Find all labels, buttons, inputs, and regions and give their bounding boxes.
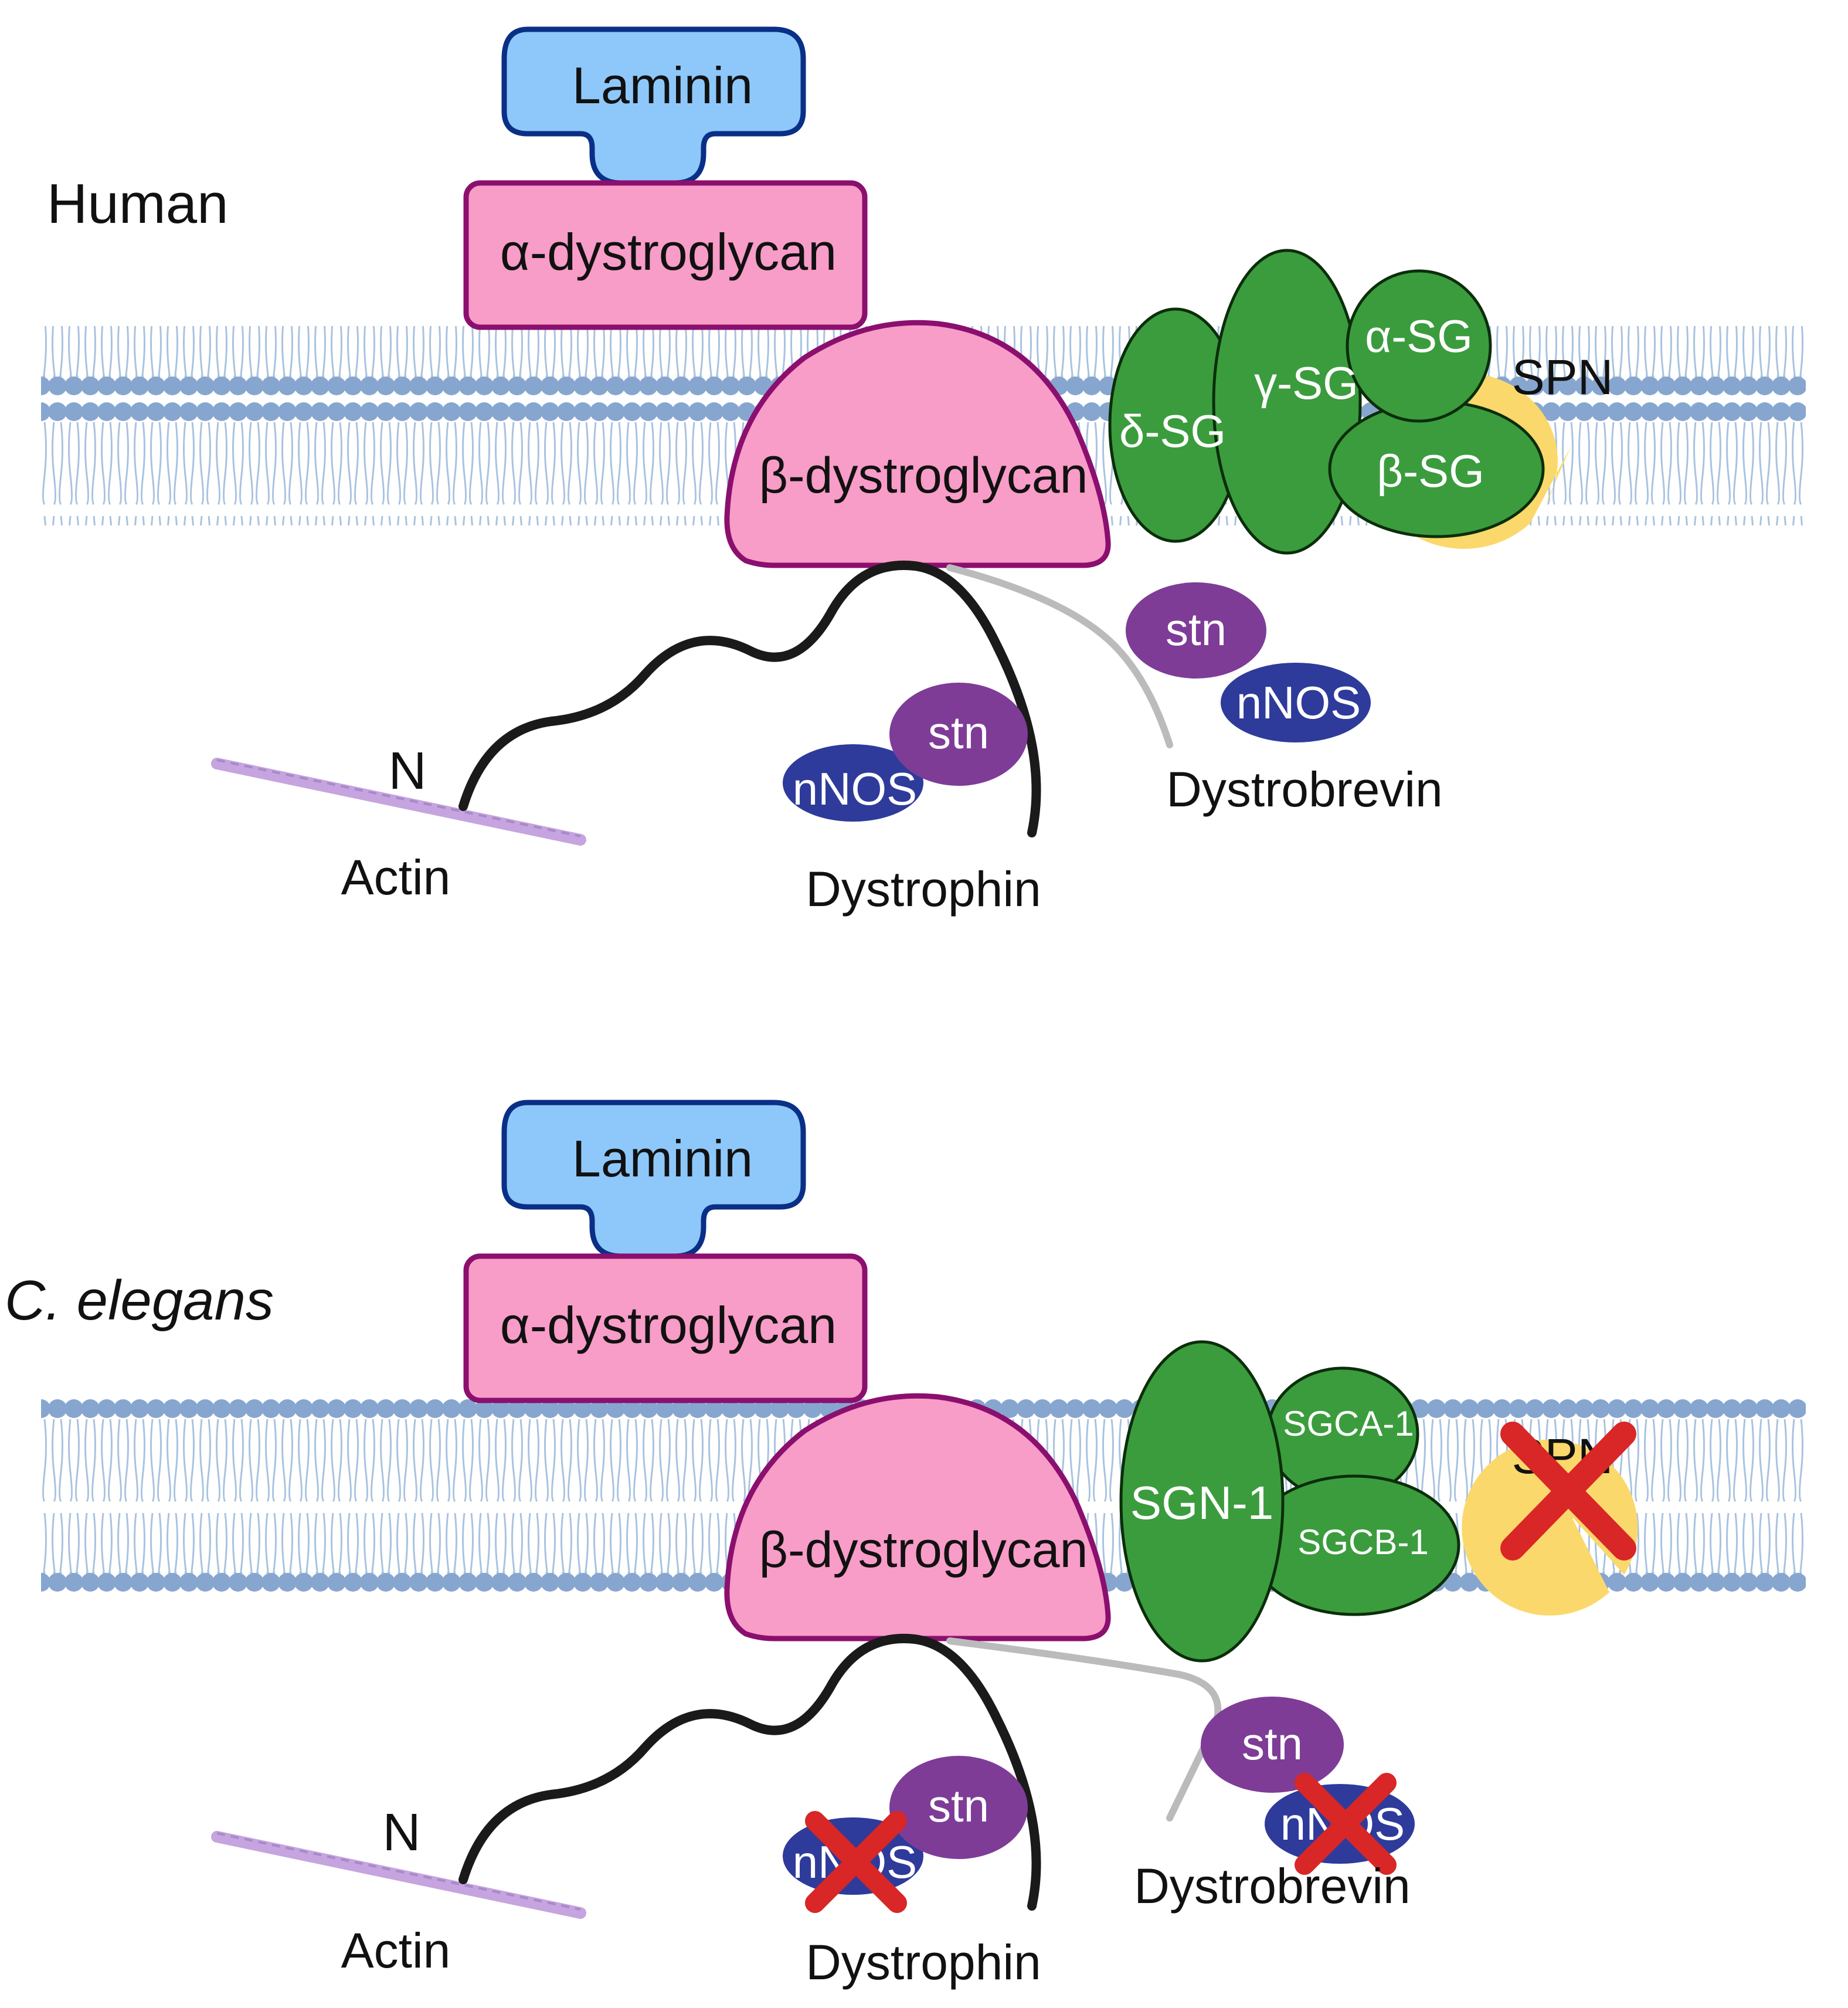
actin-label-human: Actin <box>341 850 451 905</box>
actin-filament-celegans <box>211 1831 586 1919</box>
alpha-sg-shape-human <box>1346 269 1492 423</box>
nnos-dystrobrevin-label-human: nNOS <box>1236 677 1361 728</box>
alpha-dystroglycan-label-celegans: α-dystroglycan <box>500 1296 837 1354</box>
gamma-sg-label-human: γ-SG <box>1254 357 1358 409</box>
alpha-dystroglycan-shape-celegans <box>463 1253 868 1403</box>
cross-icon-spn <box>1500 1422 1636 1561</box>
sgn1-label-celegans: SGN-1 <box>1130 1477 1274 1529</box>
stn-dystrobrevin-label-human: stn <box>1166 603 1227 655</box>
dystrobrevin-label-celegans: Dystrobrevin <box>1134 1858 1410 1914</box>
dystrophin-label-celegans: Dystrophin <box>806 1935 1041 1990</box>
delta-sg-label-human: δ-SG <box>1119 405 1226 457</box>
actin-filament-strand-celegans <box>216 1832 581 1911</box>
beta-dystroglycan-shape-human <box>724 320 1111 568</box>
alpha-dystroglycan-label-human: α-dystroglycan <box>500 223 837 281</box>
stn-dystrophin-label-celegans: stn <box>928 1780 989 1831</box>
sgca1-label-celegans: SGCA-1 <box>1283 1404 1414 1443</box>
beta-dystroglycan-label-human: β-dystroglycan <box>759 447 1088 504</box>
sgn1-shape-celegans <box>1119 1340 1285 1663</box>
cross-icon-nnos-dystrophin <box>805 1811 907 1913</box>
stn-dystrobrevin-shape-celegans <box>1201 1697 1344 1793</box>
n-terminus-label-celegans: N <box>383 1803 421 1862</box>
dystrobrevin-line-human <box>946 564 1173 748</box>
stn-dystrobrevin-shape-human <box>1126 582 1266 679</box>
alpha-sg-label-human: α-SG <box>1365 310 1473 362</box>
species-label-celegans: C. elegans <box>5 1269 274 1332</box>
actin-label-celegans: Actin <box>341 1923 451 1978</box>
dystrophin-label-human: Dystrophin <box>806 861 1041 917</box>
stn-dystrophin-label-human: stn <box>928 707 989 758</box>
stn-dystrophin-shape-human <box>889 683 1028 786</box>
species-label-human: Human <box>47 172 228 235</box>
celegans-panel: C. elegans Laminin α-dystroglycan β-dyst… <box>5 1100 1806 1990</box>
sgcb1-label-celegans: SGCB-1 <box>1297 1522 1428 1562</box>
dystrophin-line-human <box>458 561 1041 837</box>
cross-icon-nnos-dystrobrevin <box>1295 1773 1397 1875</box>
n-terminus-label-human: N <box>389 742 427 801</box>
laminin-label-human: Laminin <box>572 56 753 114</box>
beta-sg-label-human: β-SG <box>1377 445 1484 497</box>
dystrobrevin-label-human: Dystrobrevin <box>1166 762 1442 817</box>
dystrobrevin-line-celegans <box>946 1637 1222 1822</box>
spn-label-human: SPN <box>1512 350 1613 405</box>
beta-dystroglycan-label-celegans: β-dystroglycan <box>759 1522 1088 1578</box>
actin-filament-human <box>211 758 586 846</box>
stn-dystrophin-shape-celegans <box>889 1756 1028 1859</box>
human-panel: Human Laminin α-dystroglycan β-dystrogly… <box>41 26 1806 917</box>
beta-dystroglycan-shape-celegans <box>724 1393 1111 1641</box>
alpha-dystroglycan-shape-human <box>463 180 868 330</box>
laminin-label-celegans: Laminin <box>572 1130 753 1188</box>
dystrophin-line-celegans <box>458 1634 1041 1911</box>
nnos-dystrophin-label-human: nNOS <box>793 763 917 815</box>
gamma-sg-shape-human <box>1212 249 1362 555</box>
actin-filament-strand-human <box>216 759 581 837</box>
nnos-dystrophin-shape-human <box>783 744 923 822</box>
stn-dystrobrevin-label-celegans: stn <box>1242 1718 1303 1769</box>
nnos-dystrobrevin-shape-human <box>1221 663 1371 742</box>
